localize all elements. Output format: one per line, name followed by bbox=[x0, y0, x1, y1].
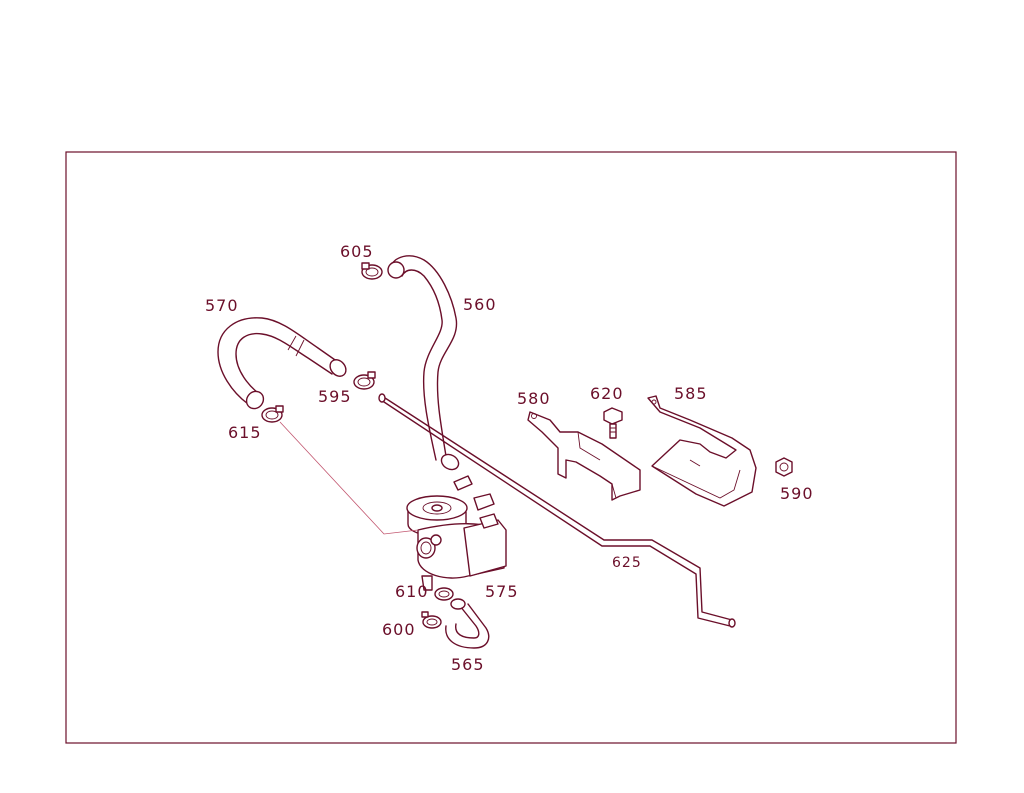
callout-625: 625 bbox=[612, 555, 642, 571]
clamp-605 bbox=[361, 262, 383, 280]
callout-585: 585 bbox=[674, 384, 708, 403]
callout-570: 570 bbox=[205, 296, 239, 315]
callout-605: 605 bbox=[340, 242, 374, 261]
callout-610: 610 bbox=[395, 582, 429, 601]
callout-575: 575 bbox=[485, 582, 519, 601]
connector-under-560 bbox=[453, 475, 473, 491]
hose-565 bbox=[445, 598, 490, 649]
hose-560 bbox=[387, 255, 460, 471]
housing-575 bbox=[406, 493, 507, 591]
clamp-600 bbox=[421, 611, 442, 629]
callout-620: 620 bbox=[590, 384, 624, 403]
pipe-625 bbox=[378, 393, 736, 628]
leader-615 bbox=[279, 421, 419, 535]
hose-570 bbox=[217, 317, 347, 410]
callout-615: 615 bbox=[228, 423, 262, 442]
callout-580: 580 bbox=[517, 389, 551, 408]
callout-595: 595 bbox=[318, 387, 352, 406]
nut-590 bbox=[775, 457, 793, 477]
callout-590: 590 bbox=[780, 484, 814, 503]
callout-565: 565 bbox=[451, 655, 485, 674]
shield-585 bbox=[647, 395, 757, 507]
callout-600: 600 bbox=[382, 620, 416, 639]
clamp-615 bbox=[261, 405, 284, 423]
bolt-620 bbox=[603, 407, 623, 439]
clamp-595 bbox=[353, 371, 376, 390]
clamp-610 bbox=[434, 587, 454, 601]
diagram-frame bbox=[65, 151, 957, 744]
bracket-580 bbox=[527, 411, 641, 501]
callout-560: 560 bbox=[463, 295, 497, 314]
